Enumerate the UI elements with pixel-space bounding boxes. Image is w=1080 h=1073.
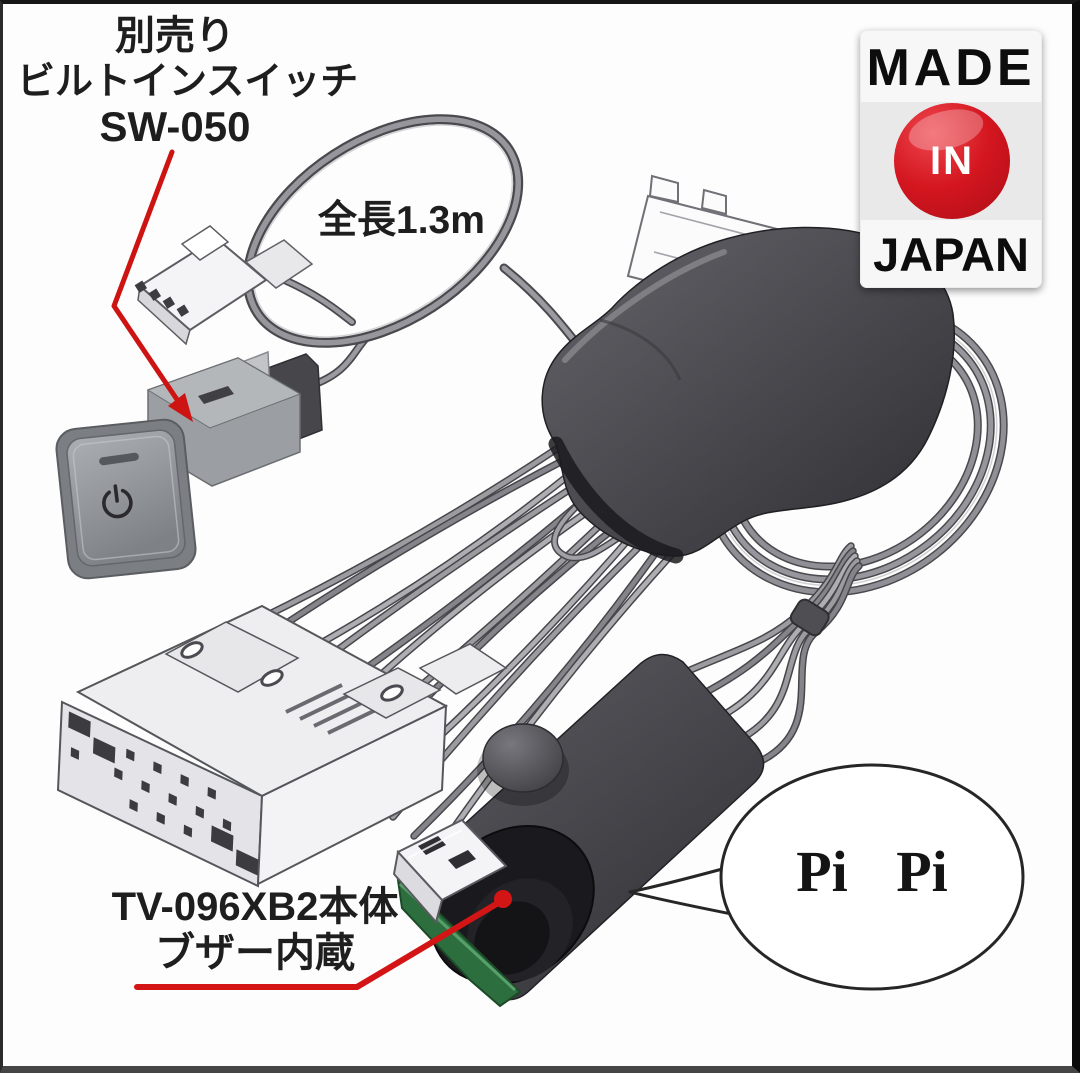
badge-japan-text: JAPAN — [873, 228, 1029, 281]
connector-pins — [134, 280, 190, 317]
made-in-japan-badge: MADE IN JAPAN — [860, 30, 1042, 288]
rubber-boot — [541, 226, 956, 564]
speech-bubble — [628, 763, 1025, 991]
callout-arrow-switch — [111, 149, 193, 422]
badge-made-text: MADE — [866, 39, 1036, 97]
switch-label-line2: ビルトインスイッチ — [17, 61, 359, 103]
buzzer-disc — [474, 901, 550, 975]
vehicle-harness-connector — [56, 604, 508, 888]
buzzer-dome — [482, 723, 564, 793]
unit-connector-port — [392, 818, 508, 925]
tv-kit-unit — [392, 653, 765, 1008]
callout-line-device — [134, 890, 512, 990]
badge-in-text: IN — [930, 138, 974, 183]
power-switch — [55, 350, 323, 580]
power-icon — [102, 484, 133, 519]
buzzer-sound-label: Pi Pi — [796, 839, 948, 904]
switch-label-line1: 別売り — [115, 14, 235, 58]
cable-tie — [789, 598, 830, 637]
device-model-label: TV-096XB2本体 — [111, 885, 399, 929]
upper-cable-loop — [242, 114, 593, 390]
cable-length-label: 全長1.3m — [318, 199, 485, 242]
device-buzzer-label: ブザー内蔵 — [155, 931, 355, 975]
switch-model-label: SW-050 — [99, 103, 251, 150]
pin-grid — [68, 711, 259, 876]
four-pin-connector — [134, 225, 314, 346]
japan-flag-circle-icon: IN — [894, 102, 1010, 219]
